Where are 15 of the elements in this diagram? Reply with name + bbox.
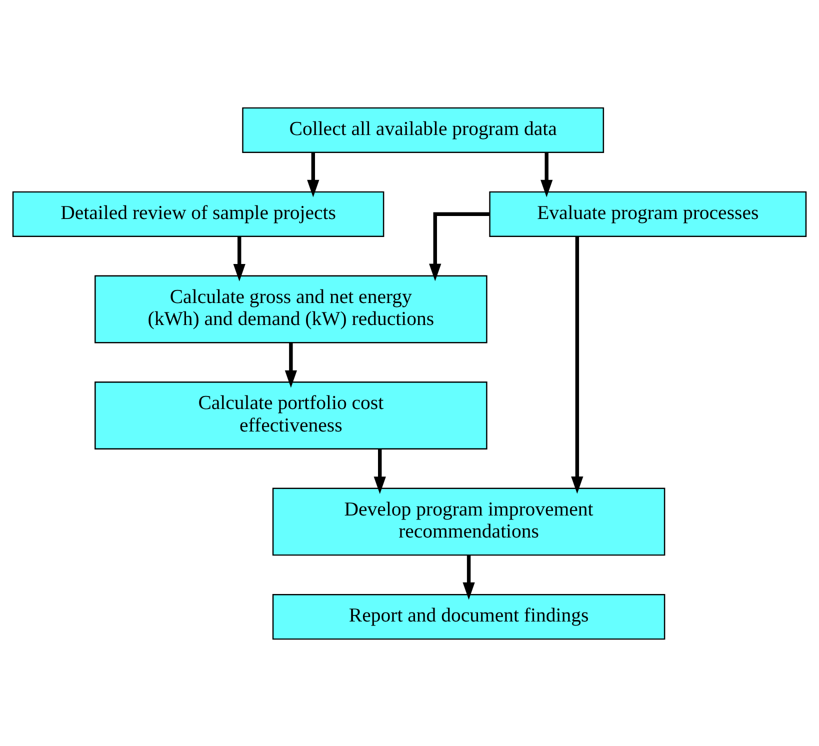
arrow [429,212,490,281]
arrow [284,342,297,388]
arrow [233,236,246,281]
arrow [571,236,584,494]
node-box: Evaluate program processes [489,190,807,237]
node-box: Report and document findings [272,593,666,640]
arrow [374,448,386,494]
arrow [307,152,320,197]
node-box: Calculate gross and net energy (kWh) and demand (kW) reductions [94,274,488,343]
node-box: Detailed review of sample projects [12,190,384,237]
node-box: Develop program improvement recommendations [272,487,666,556]
arrow [540,152,553,197]
arrow [462,555,475,600]
node-box: Collect all available program data [242,106,604,153]
node-box: Calculate portfolio cost effectiveness [94,381,488,449]
